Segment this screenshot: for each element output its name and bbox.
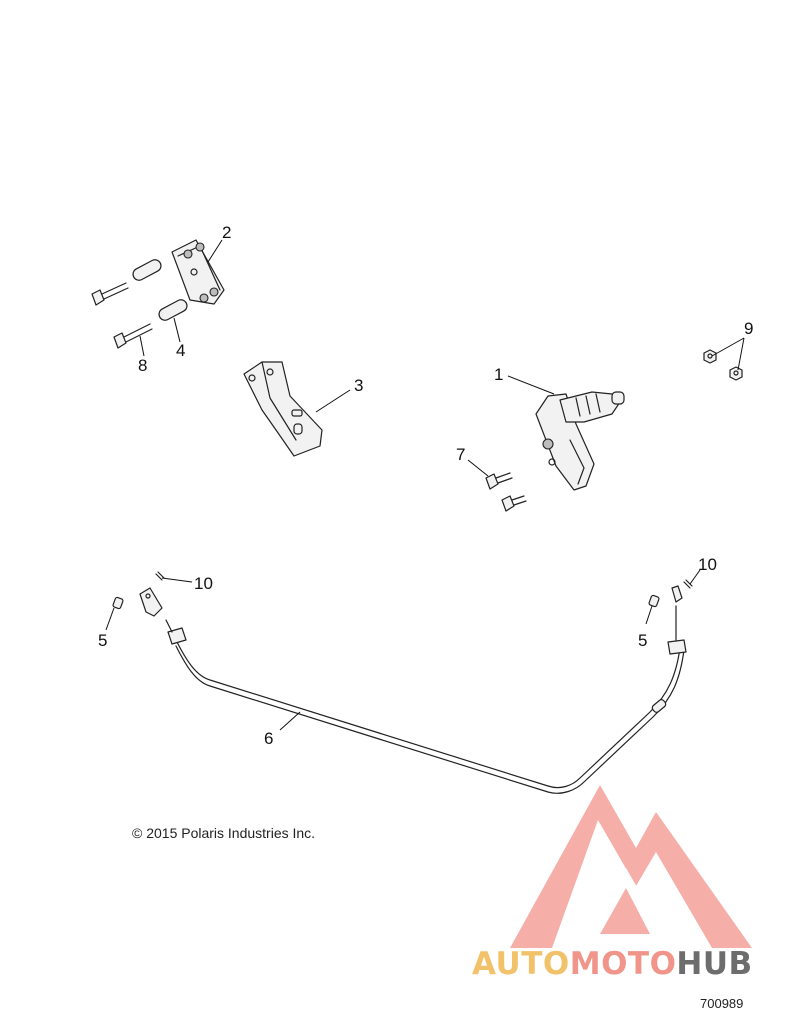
callout-9: 9 — [744, 319, 753, 338]
watermark-logo-icon — [510, 785, 752, 948]
copyright-notice: © 2015 Polaris Industries Inc. — [132, 825, 316, 841]
clevis-part — [139, 585, 683, 617]
callout-10-right: 10 — [698, 555, 717, 574]
callout-7: 7 — [456, 445, 465, 464]
watermark-wordmark: AUTOMOTOHUB — [472, 946, 753, 982]
spacer-part — [132, 259, 188, 321]
mounting-bracket-part — [243, 361, 323, 457]
diagram-number: 700989 — [700, 996, 744, 1011]
bracket-plate-part — [171, 239, 225, 305]
bolt-part — [91, 282, 153, 349]
callout-6: 6 — [264, 729, 273, 748]
lever-bolt-part — [485, 472, 527, 512]
leader-lines — [105, 239, 745, 731]
pin-part — [155, 571, 693, 589]
nut-part — [703, 349, 743, 381]
callout-1: 1 — [494, 365, 503, 384]
callout-10-left: 10 — [194, 574, 213, 593]
callout-4: 4 — [176, 341, 185, 360]
watermark-part-auto: AUTO — [472, 946, 570, 982]
callout-8: 8 — [138, 356, 147, 375]
brake-cable-part — [165, 605, 687, 794]
clevis-pin-part — [112, 594, 660, 610]
callout-5-left: 5 — [98, 631, 107, 650]
brake-lever-part — [535, 391, 625, 491]
watermark-part-hub: HUB — [676, 946, 753, 982]
callout-2: 2 — [222, 223, 231, 242]
callout-5-right: 5 — [638, 631, 647, 650]
watermark-part-moto: MOTO — [569, 946, 677, 982]
callout-3: 3 — [354, 376, 363, 395]
